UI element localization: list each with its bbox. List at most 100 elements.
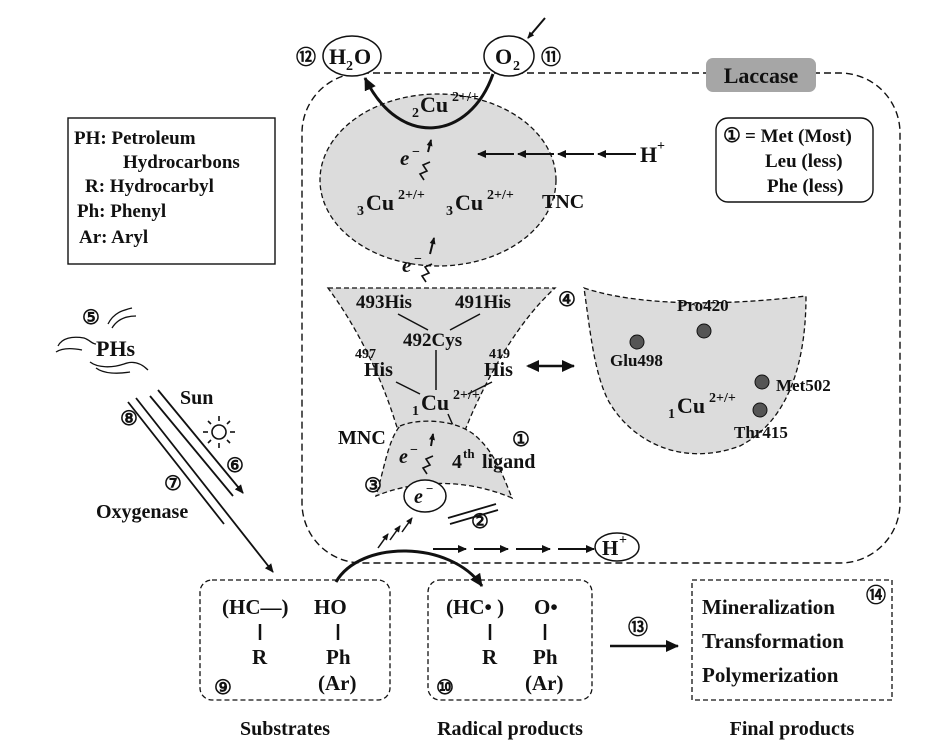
residue-met502-dot — [754, 374, 770, 390]
svg-text:2+/+: 2+/+ — [709, 391, 736, 406]
abbreviation-box — [67, 117, 276, 265]
svg-text:e: e — [400, 146, 409, 170]
mnc-label: MNC — [338, 427, 386, 449]
his419: His — [484, 359, 513, 381]
substrate-electron-arrows — [377, 517, 413, 549]
final-products-caption: Final products — [730, 718, 855, 740]
fourth-ligand: 4 th ligand — [452, 446, 535, 473]
mnc-tnc-electron: e − — [402, 252, 422, 277]
ligand-phe: Phe (less) — [767, 176, 844, 197]
marker-3: ③ — [364, 475, 382, 497]
legend-aryl: Ar: Aryl — [79, 227, 148, 248]
svg-text:ligand: ligand — [482, 451, 535, 473]
oxidation-arrow — [334, 549, 484, 587]
substrate-pocket — [583, 287, 807, 455]
residue-glu498-dot — [629, 334, 645, 350]
his491: 491His — [455, 292, 511, 313]
pocket-cu1: 1 Cu 2+/+ — [668, 391, 736, 422]
svg-text:4: 4 — [452, 451, 462, 473]
legend-r: R: Hydrocarbyl — [85, 176, 214, 197]
svg-text:2+/+: 2+/+ — [487, 188, 514, 203]
ligand-leu: Leu (less) — [765, 151, 843, 172]
svg-text:3: 3 — [357, 204, 364, 219]
water-label: H 2 O — [329, 44, 371, 74]
svg-text:e: e — [402, 253, 411, 277]
his497-num: 497 — [355, 347, 376, 362]
marker-5: ⑤ — [82, 307, 100, 329]
svg-text:−: − — [410, 443, 418, 458]
his497: His — [364, 359, 393, 381]
substrate-ho: HO — [314, 595, 347, 619]
pathway-arrows — [127, 389, 274, 573]
tnc-cluster — [319, 93, 557, 267]
bubble-electron: e − — [414, 481, 433, 508]
svg-text:Cu: Cu — [421, 390, 449, 415]
oxygen-input-arrow — [527, 17, 546, 39]
marker-1: ① — [512, 429, 530, 451]
tnc-label: TNC — [542, 191, 584, 213]
o2-to-h2o-arrow — [363, 73, 495, 130]
svg-text:Cu: Cu — [677, 393, 705, 418]
his493: 493His — [356, 292, 412, 313]
marker-13: ⑬ — [628, 616, 648, 639]
svg-text:2: 2 — [513, 59, 520, 74]
radical-o: O• — [534, 595, 558, 619]
legend-phenyl: Ph: Phenyl — [77, 201, 166, 222]
legend-ph-cont: Hydrocarbons — [123, 152, 240, 173]
tnc-electron: e − — [400, 145, 420, 170]
radical-ph: Ph — [533, 645, 558, 669]
electron-entry-lobe — [374, 420, 514, 500]
svg-text:H: H — [640, 142, 657, 167]
svg-text:H: H — [602, 536, 618, 560]
svg-text:+: + — [657, 139, 665, 154]
phs-label: PHs — [96, 336, 136, 361]
svg-text:H: H — [329, 44, 346, 69]
ligand-marker: ① — [723, 125, 741, 147]
radical-products-box — [427, 579, 593, 701]
proton-bottom: H + — [602, 533, 627, 560]
final-polymerization: Polymerization — [702, 663, 839, 687]
mnc-tnc-zigzag — [421, 263, 433, 283]
marker-12: ⑫ — [296, 46, 316, 69]
radical-products-caption: Radical products — [437, 718, 583, 740]
electron-bubble — [403, 479, 447, 513]
smoke-icon — [55, 307, 149, 374]
residue-glu498: Glu498 — [610, 351, 663, 370]
tnc-cu3-left: 3 Cu 2+/+ — [357, 188, 425, 219]
svg-text:3: 3 — [446, 204, 453, 219]
svg-text:−: − — [426, 481, 433, 496]
ligand-met: = Met (Most) — [745, 126, 852, 147]
proton-bottom-ellipse — [594, 532, 640, 562]
legend-ph: PH: Petroleum — [74, 128, 196, 149]
oxygen-ellipse — [483, 35, 535, 77]
marker-2: ② — [471, 511, 489, 533]
laccase-title: Laccase — [724, 63, 799, 88]
oxygenase-label: Oxygenase — [96, 501, 188, 523]
proton-top: H + — [640, 139, 665, 167]
substrates-caption: Substrates — [240, 718, 330, 740]
substrate-ph: Ph — [326, 645, 351, 669]
svg-text:e: e — [414, 486, 423, 508]
svg-text:2: 2 — [346, 59, 353, 74]
svg-text:1: 1 — [412, 404, 419, 419]
residue-thr415: Thr415 — [734, 423, 788, 442]
entry-electron: e − — [399, 443, 418, 468]
mnc-tnc-arrow — [429, 237, 436, 255]
substrate-hc: (HC—) — [222, 595, 289, 619]
svg-text:Cu: Cu — [420, 92, 448, 117]
svg-text:−: − — [414, 252, 422, 267]
svg-text:2+/+: 2+/+ — [452, 90, 479, 105]
svg-text:th: th — [463, 446, 475, 461]
sun-label: Sun — [180, 387, 213, 409]
svg-text:2+/+: 2+/+ — [398, 188, 425, 203]
marker-6: ⑥ — [226, 455, 244, 477]
residue-pro420-dot — [696, 323, 712, 339]
svg-text:2: 2 — [412, 106, 419, 121]
cys492: 492Cys — [403, 330, 462, 351]
oxygen-label: O 2 — [495, 44, 520, 74]
svg-text:O: O — [495, 44, 512, 69]
marker-14: ⑭ — [866, 584, 886, 607]
svg-text:1: 1 — [668, 407, 675, 422]
marker-4: ④ — [558, 289, 576, 311]
